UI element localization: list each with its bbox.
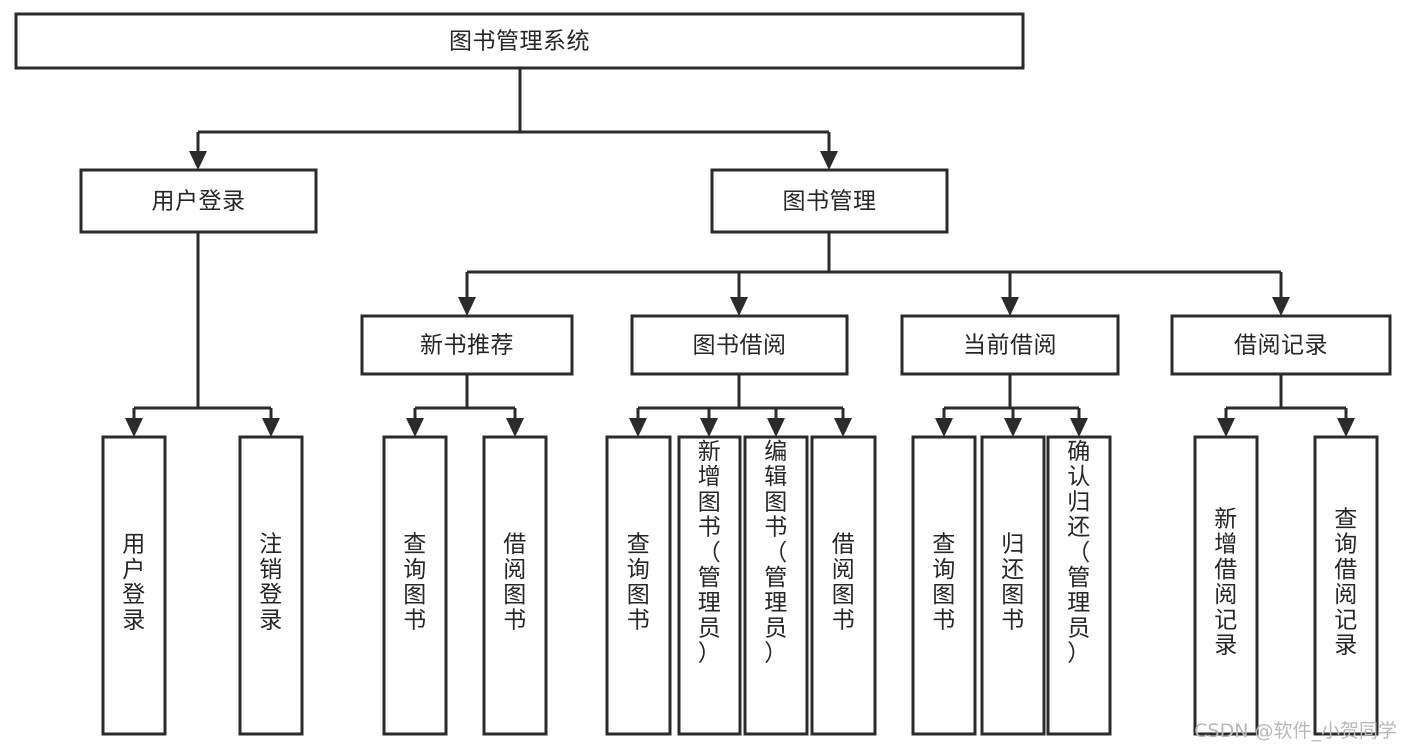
node-leaf-query-borrow-rec[interactable]: 查询借阅记录: [1313, 435, 1379, 736]
node-leaf-return-book[interactable]: 归还图书: [980, 435, 1046, 736]
node-label: 借阅记录: [1234, 333, 1328, 359]
node-label: 查询借阅记录: [1334, 507, 1358, 659]
arrow-head-icon: [1337, 418, 1355, 437]
node-box: [630, 314, 849, 376]
node-box: [1193, 435, 1259, 736]
arrow-head-icon: [700, 418, 718, 437]
node-box: [101, 435, 167, 736]
node-leaf-query-book-bor[interactable]: 查询图书: [605, 435, 672, 736]
arrow-head-icon: [1001, 297, 1019, 316]
arrow-head-icon: [629, 418, 647, 437]
node-leaf-query-book-rec[interactable]: 查询图书: [382, 435, 448, 736]
node-label: 查询图书: [932, 532, 956, 634]
arrow-head-icon: [189, 151, 207, 170]
node-layer: 图书管理系统用户登录图书管理新书推荐图书借阅当前借阅借阅记录用户登录注销登录查询…: [14, 12, 1392, 736]
node-leaf-edit-book-admin[interactable]: 编辑图书（管理员）: [743, 435, 809, 736]
node-box: [743, 435, 809, 736]
node-label: 当前借阅: [963, 333, 1057, 359]
node-borrow-record[interactable]: 借阅记录: [1170, 314, 1392, 376]
node-leaf-borrow-book-bor[interactable]: 借阅图书: [810, 435, 877, 736]
arrow-head-icon: [506, 418, 524, 437]
node-box: [900, 314, 1120, 376]
arrow-head-icon: [935, 418, 953, 437]
connector-layer: [125, 68, 1355, 437]
node-new-book-rec[interactable]: 新书推荐: [360, 314, 574, 376]
node-leaf-query-book-cur[interactable]: 查询图书: [911, 435, 977, 736]
node-label: 新书推荐: [420, 333, 514, 359]
node-leaf-logout-login[interactable]: 注销登录: [238, 435, 304, 736]
node-book-borrow[interactable]: 图书借阅: [630, 314, 849, 376]
node-box: [810, 435, 877, 736]
node-label: 新增借阅记录: [1214, 507, 1238, 659]
node-box: [677, 435, 742, 736]
node-label: 图书管理系统: [449, 29, 590, 55]
node-box: [382, 435, 448, 736]
arrow-head-icon: [1217, 418, 1235, 437]
node-user-login[interactable]: 用户登录: [79, 168, 318, 234]
node-box: [980, 435, 1046, 736]
node-box: [14, 12, 1025, 70]
node-label: 查询图书: [627, 532, 651, 634]
node-box: [911, 435, 977, 736]
node-label: 借阅图书: [832, 532, 856, 634]
arrow-head-icon: [406, 418, 424, 437]
node-label: 新增图书（管理员）: [698, 439, 722, 667]
node-label: 用户登录: [152, 189, 246, 215]
node-label: 借阅图书: [503, 532, 527, 634]
arrow-head-icon: [730, 297, 748, 316]
node-book-manage[interactable]: 图书管理: [710, 168, 949, 234]
node-label: 注销登录: [259, 532, 283, 634]
node-box: [605, 435, 672, 736]
node-label: 图书借阅: [693, 333, 787, 359]
node-leaf-add-book-admin[interactable]: 新增图书（管理员）: [677, 435, 742, 736]
node-label: 编辑图书（管理员）: [764, 439, 788, 667]
node-box: [360, 314, 574, 376]
csdn-watermark: CSDN @软件_小贺同学: [1194, 720, 1397, 742]
arrow-head-icon: [834, 418, 852, 437]
node-label: 归还图书: [1001, 532, 1025, 634]
node-label: 查询图书: [403, 532, 427, 634]
node-box: [710, 168, 949, 234]
arrow-head-icon: [262, 418, 280, 437]
arrow-head-icon: [458, 297, 476, 316]
node-box: [79, 168, 318, 234]
arrow-head-icon: [820, 151, 838, 170]
node-leaf-add-borrow-record[interactable]: 新增借阅记录: [1193, 435, 1259, 736]
arrow-head-icon: [767, 418, 785, 437]
arrow-head-icon: [1272, 297, 1290, 316]
node-leaf-borrow-book-rec[interactable]: 借阅图书: [482, 435, 548, 736]
arrow-head-icon: [125, 418, 143, 437]
node-current-borrow[interactable]: 当前借阅: [900, 314, 1120, 376]
arrow-head-icon: [1070, 418, 1088, 437]
node-label: 用户登录: [122, 532, 146, 634]
node-box: [482, 435, 548, 736]
node-box: [238, 435, 304, 736]
node-root[interactable]: 图书管理系统: [14, 12, 1025, 70]
node-label: 确认归还（管理员）: [1067, 439, 1091, 667]
node-label: 图书管理: [783, 189, 877, 215]
node-box: [1313, 435, 1379, 736]
arrow-head-icon: [1004, 418, 1022, 437]
node-box: [1046, 435, 1112, 736]
node-box: [1170, 314, 1392, 376]
node-leaf-confirm-return[interactable]: 确认归还（管理员）: [1046, 435, 1112, 736]
node-leaf-user-login[interactable]: 用户登录: [101, 435, 167, 736]
